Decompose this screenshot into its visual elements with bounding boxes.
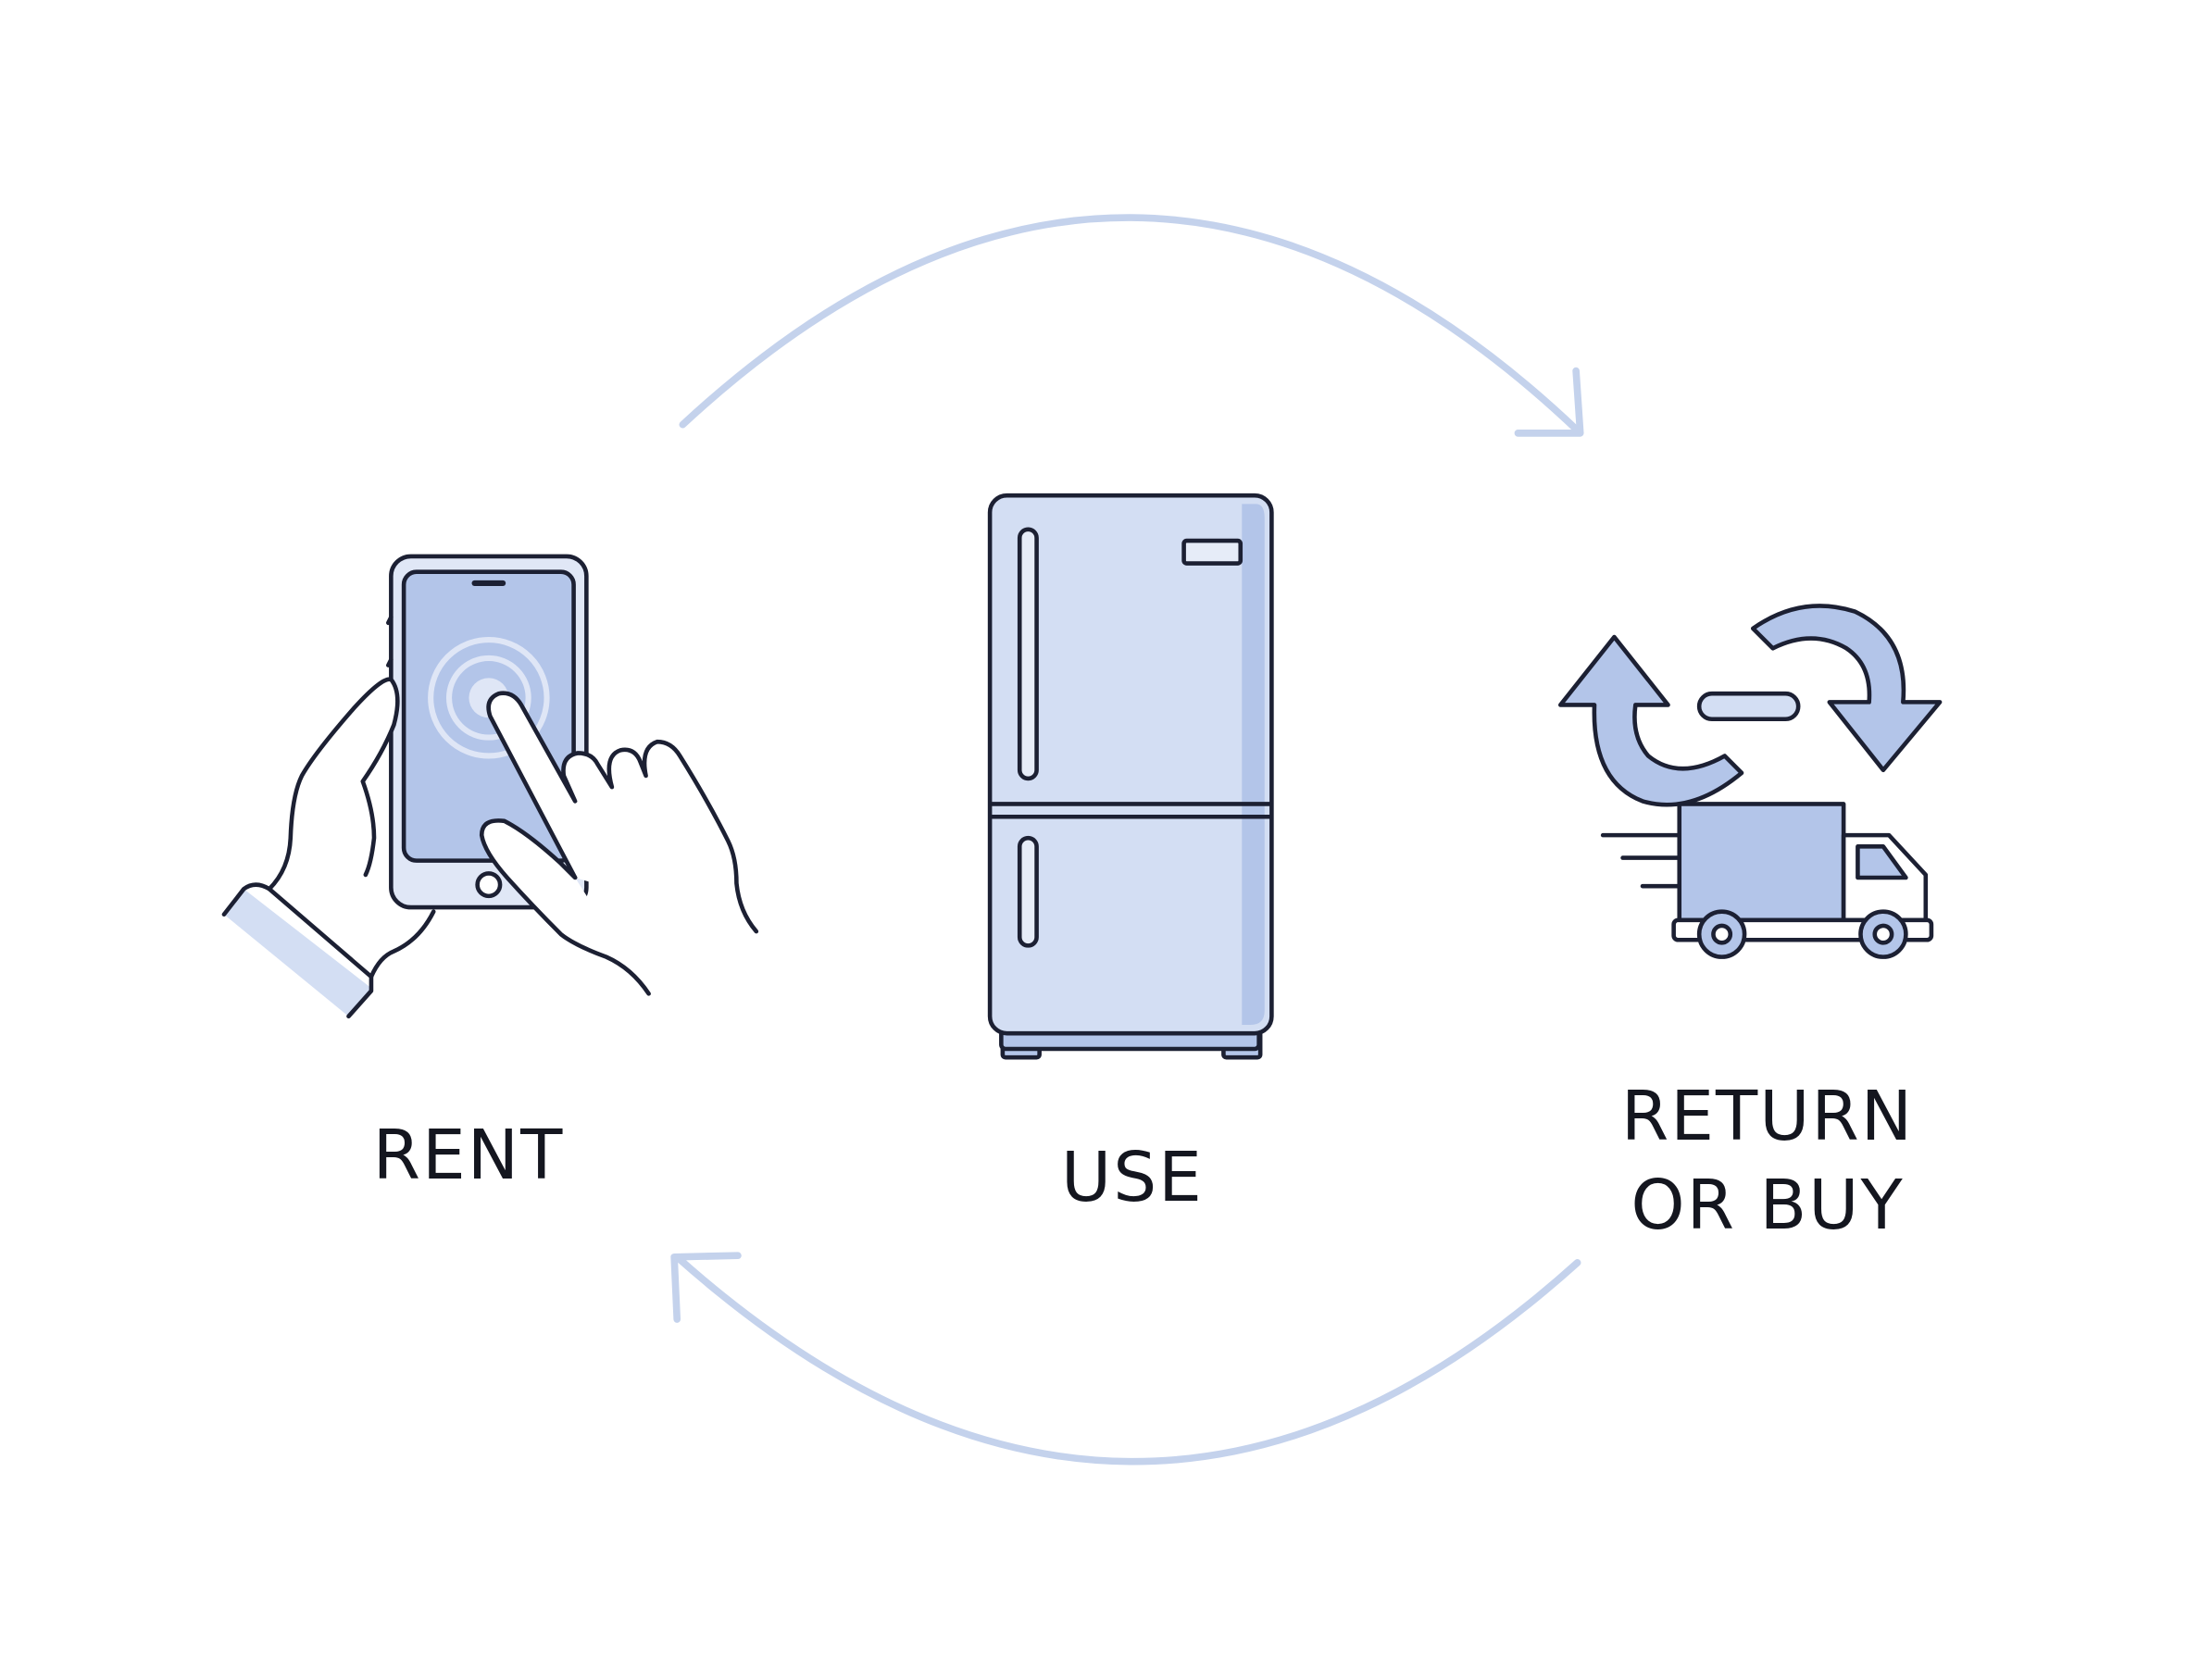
step-label-rent: RENT bbox=[372, 1116, 565, 1195]
cycle-arrow-bottom bbox=[670, 1252, 1581, 1466]
step-label-use: USE bbox=[1061, 1138, 1204, 1217]
cycle-arrow-top bbox=[679, 214, 1584, 437]
step-label-return-or-buy: RETURN OR BUY bbox=[1490, 1072, 2045, 1250]
refrigerator-icon bbox=[987, 493, 1274, 1060]
step-label-return-line-2: OR BUY bbox=[1631, 1166, 1905, 1245]
return-truck-icon bbox=[1558, 604, 1943, 959]
step-label-return-line-1: RETURN bbox=[1620, 1077, 1915, 1156]
hand-phone-icon bbox=[221, 554, 759, 1019]
